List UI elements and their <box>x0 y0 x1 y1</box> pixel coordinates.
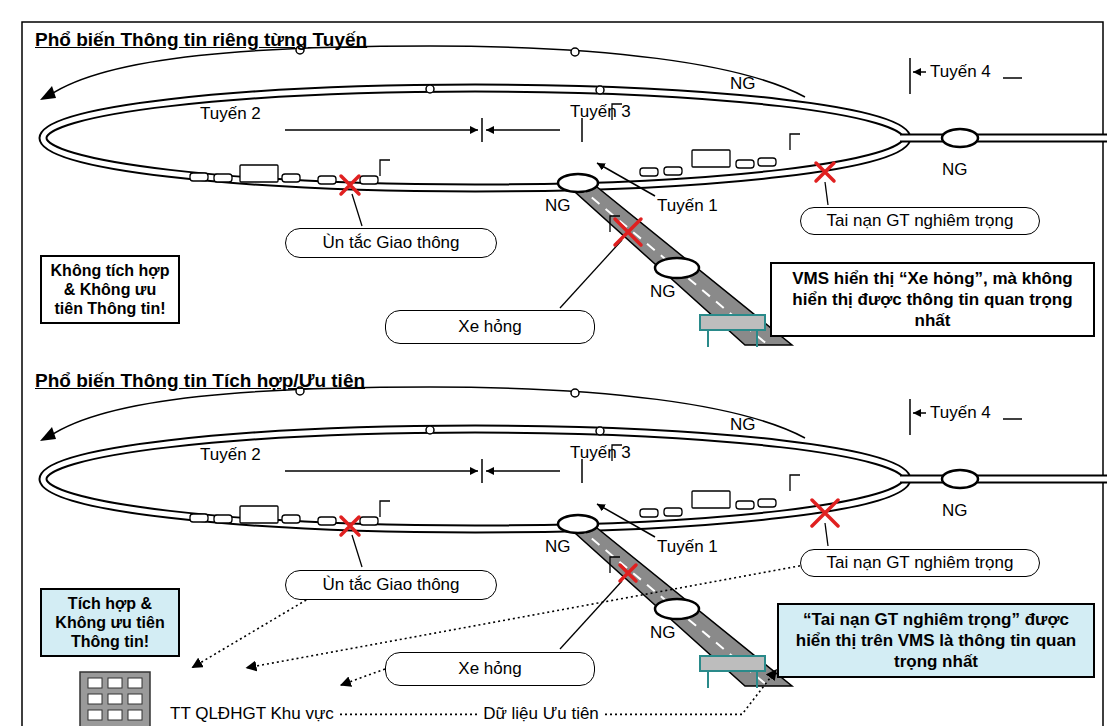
control-center: TT QLĐHGT Khu vực <box>70 668 340 726</box>
node-text: Ùn tắc Giao thông <box>322 575 459 595</box>
route-label: Tuyến 2 <box>200 445 261 465</box>
node-text: Xe hỏng <box>458 317 521 337</box>
event-callout: Ùn tắc Giao thông <box>285 228 497 258</box>
data-flow-arrow <box>192 600 307 668</box>
incident-mark <box>615 219 641 245</box>
node-text: VMS hiển thị “Xe hỏng”, mà không hiển th… <box>780 268 1085 331</box>
bottom-scene <box>40 387 1107 688</box>
incident-mark <box>341 517 359 535</box>
incident-mark <box>620 565 636 581</box>
interchange-label: NG <box>730 415 756 435</box>
node-text: TT QLĐHGT Khu vực <box>170 704 334 724</box>
building-window <box>88 694 102 704</box>
route-label: Tuyến 2 <box>200 104 261 124</box>
event-callout: Ùn tắc Giao thông <box>285 570 497 600</box>
building-window <box>88 710 102 720</box>
interchange-label: NG <box>942 501 968 521</box>
incident-mark <box>341 163 838 581</box>
node-text: Tích hợp & Không ưu tiên Thông tin! <box>48 594 172 651</box>
interchange-label: NG <box>942 160 968 180</box>
route-label: Tuyến 1 <box>657 537 718 557</box>
node-text: Tai nạn GT nghiêm trọng <box>827 211 1014 231</box>
building-icon <box>80 672 150 726</box>
node-text: Không tích hợp & Không ưu tiên Thông tin… <box>48 261 172 318</box>
interchange-label: NG <box>650 282 676 302</box>
building-window <box>108 694 122 704</box>
route-label: Tuyến 1 <box>657 196 718 216</box>
section-heading: Phổ biến Thông tin riêng từng Tuyến <box>35 30 367 50</box>
building-icon <box>70 668 160 726</box>
building-window <box>128 694 142 704</box>
interchange-label: NG <box>545 537 571 557</box>
incident-mark <box>816 163 834 181</box>
building-window <box>128 710 142 720</box>
building-window <box>88 678 102 688</box>
status-box: Tích hợp & Không ưu tiên Thông tin! <box>40 588 180 657</box>
event-callout: Tai nạn GT nghiêm trọng <box>800 549 1040 577</box>
route-label: Tuyến 4 <box>930 403 991 423</box>
node-text: “Tai nạn GT nghiêm trọng” được hiển thị … <box>787 609 1085 672</box>
event-callout: Xe hỏng <box>385 652 595 686</box>
top-scene <box>40 46 1107 347</box>
node-text: Xe hỏng <box>458 659 521 679</box>
status-box: Không tích hợp & Không ưu tiên Thông tin… <box>40 255 180 324</box>
vms-message-box: “Tai nạn GT nghiêm trọng” được hiển thị … <box>777 603 1095 678</box>
building-window <box>108 710 122 720</box>
route-label: Tuyến 3 <box>570 102 631 122</box>
event-callout: Tai nạn GT nghiêm trọng <box>800 207 1040 235</box>
event-callout: Xe hỏng <box>385 310 595 344</box>
incident-mark <box>812 500 838 526</box>
route-label: Tuyến 4 <box>930 62 991 82</box>
interchange-label: NG <box>730 74 756 94</box>
building-window <box>128 678 142 688</box>
incident-mark <box>341 176 359 194</box>
frame <box>22 22 1103 726</box>
node-text: Ùn tắc Giao thông <box>322 233 459 253</box>
building-window <box>108 678 122 688</box>
data-flow-arrow <box>340 669 385 685</box>
interchange-label: NG <box>650 623 676 643</box>
vms-message-box: VMS hiển thị “Xe hỏng”, mà không hiển th… <box>770 262 1095 337</box>
edge-label: Dữ liệu Ưu tiên <box>479 704 603 724</box>
interchange-label: NG <box>545 196 571 216</box>
node-text: Tai nạn GT nghiêm trọng <box>827 553 1014 573</box>
section-heading: Phổ biến Thông tin Tích hợp/Ưu tiên <box>35 371 365 391</box>
route-label: Tuyến 3 <box>570 443 631 463</box>
